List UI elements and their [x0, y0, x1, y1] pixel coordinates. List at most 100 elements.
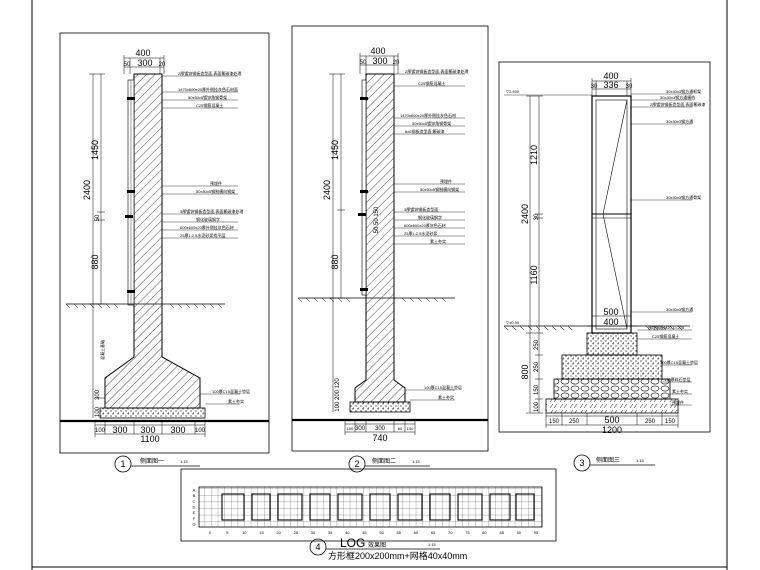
panel-1-note-12: 素土夯实 [228, 398, 244, 404]
panel-1-caption-scale: 1:15 [180, 459, 189, 464]
panel-3-dim-inner-400: 400 [603, 317, 618, 327]
panel-4-axis-tick-19: 95 [534, 530, 539, 535]
panel-3-note-7: 预埋钢板M20 L=200 [648, 324, 685, 330]
panel-4-axis-tick-4: 20 [276, 530, 281, 535]
panel-4-caption-suffix: 效果图 [368, 541, 386, 549]
panel-2-dim-top-total: 400 [370, 46, 385, 56]
panel-2-dim-base: 100 200 120 [335, 378, 341, 412]
panel-2-dim-b1: 100 [347, 426, 354, 431]
panel-4-row-label-2: C [193, 499, 196, 504]
panel-3-left-dimension: 1210 2400 30 1160 250 250 800 150 100 [520, 95, 543, 414]
panel-2-dim-top-b: 300 [372, 56, 387, 66]
panel-4-row-label-5: F [193, 516, 196, 521]
panel-4-row-label-0: A [193, 488, 196, 493]
panel-2-note-1: 2厚镀锌钢板造型面,表面氟碳漆处理 [405, 68, 468, 74]
panel-2-dim-b4: 60 [398, 426, 403, 431]
panel-1-note-3: 50x50x5镀锌角钢骨架 [188, 94, 227, 100]
panel-1-note-4: C25钢筋混凝土 [196, 102, 223, 108]
panel-side-view-2: 400 50 300 20 1450 2400 50 50 150 880 [291, 25, 489, 452]
panel-1-frame [59, 32, 270, 454]
panel-2-frame [291, 25, 489, 452]
panel-4-axis-tick-1: 5 [226, 530, 229, 535]
panel-1-note-9: 600x600x20厚外侧挂灰色石材 [180, 224, 234, 230]
panel-4-row-label-1: B [193, 493, 196, 498]
panel-4-axis-tick-3: 15 [259, 530, 264, 535]
panel-1-note-6: 50x50x5钢制横向钢架 [196, 188, 235, 194]
panel-2-top-dimension: 400 50 300 20 [360, 46, 400, 74]
panel-1-note-2: 1470x600x20厚外侧挂灰色石材面 [178, 86, 238, 92]
panel-2-note-13: 100厚C15混凝土垫层 [424, 384, 462, 390]
panel-3-dim-2400: 2400 [520, 204, 530, 224]
panel-3-note-1: 30x30x3钢方通框架 [666, 88, 701, 94]
panel-2-note-9: 钢化玻璃钢字 [418, 214, 442, 220]
panel-2-note-6: 预埋件 [440, 178, 452, 184]
panel-4-axis-tick-2: 10 [242, 530, 247, 535]
panel-1-notes: 2厚镀锌钢板造型面,表面氟碳漆处理 1470x600x20厚外侧挂灰色石材面 5… [162, 70, 250, 405]
panel-1-dim-50: 50 [95, 214, 101, 221]
panel-1-note-5: 预埋件 [210, 180, 222, 186]
panel-3-note-11: 素土夯实 [672, 388, 688, 394]
panel-1-note-11: 100厚C15混凝土垫层 [212, 388, 250, 394]
panel-2-dim-top-a: 50 [360, 60, 367, 66]
panel-2-note-2: C25钢筋混凝土 [418, 80, 445, 86]
panel-1-note-7: 3厚镀锌钢板造型面,表面氟碳漆处理 [180, 208, 243, 214]
panel-3-dim-top-b: 336 [603, 80, 618, 90]
panel-3-pedestal [586, 332, 638, 356]
panel-2-footing-pad [349, 401, 411, 413]
panel-3-dim-total: 1200 [602, 425, 622, 435]
panel-3-dim-800: 800 [520, 364, 530, 379]
panel-4-axis-tick-11: 55 [396, 530, 401, 535]
panel-3-footing [561, 354, 663, 380]
panel-4-caption-scale: 1:15 [428, 542, 437, 547]
panel-3-dim-top-c: 30 [626, 84, 633, 90]
panel-1-dim-b5: 100 [195, 428, 206, 434]
panel-3-top-dimension: 400 30 336 30 [591, 71, 633, 96]
panel-3-dim-250a: 250 [534, 339, 540, 350]
panel-4-axis-tick-5: 25 [294, 530, 299, 535]
panel-2-note-4: 50x50x5镀锌角钢骨架 [412, 120, 451, 126]
panel-4-axis-tick-6: 30 [311, 530, 316, 535]
panel-2-caption-scale: 1:15 [412, 459, 421, 464]
panel-1-footing-pad [99, 407, 206, 419]
panel-1-side-label: 混凝土基础 [99, 340, 105, 360]
panel-1-column-section [104, 73, 201, 409]
panel-1-dim-880: 880 [90, 254, 100, 269]
panel-3-note-6: 30x30x3钢方通 [666, 306, 693, 312]
panel-3-steel-frame [591, 95, 632, 334]
panel-4-row-label-6: G [192, 522, 195, 527]
panel-4-caption-title: LOG [340, 536, 365, 550]
panel-4-axis-tick-8: 40 [345, 530, 350, 535]
panel-4-caption-number: 4 [315, 542, 320, 552]
panel-3-dim-150: 150 [534, 384, 540, 395]
panel-1-dim-b3: 300 [140, 425, 155, 435]
panel-4-axis-tick-7: 35 [328, 530, 333, 535]
panel-3-gravel-bed [553, 378, 671, 400]
panel-1-top-dimension: 400 50 300 20 [124, 48, 166, 74]
panel-2-dim-880: 880 [330, 254, 340, 269]
panel-3-dim-top-a: 30 [591, 84, 598, 90]
panel-3-dim-250b: 250 [534, 361, 540, 372]
panel-1-dim-top-c: 20 [159, 62, 166, 68]
panel-side-view-3: 400 30 336 30 ▽2.400 ▽±0.00 [498, 61, 711, 435]
panel-1-dim-top-a: 50 [124, 62, 131, 68]
panel-2-anchor-bolts [358, 97, 368, 291]
panel-3-dim-1210: 1210 [529, 145, 539, 165]
panel-2-cladding [361, 79, 367, 296]
panel-3-frame [498, 61, 711, 433]
panel-3-note-10: 150厚碎石垫层 [664, 376, 691, 382]
panel-3-note-2: 30x30x3钢方通横档 [660, 94, 695, 100]
panel-4-axis-tick-13: 65 [431, 530, 436, 535]
panel-1-dim-total: 1100 [140, 434, 159, 444]
panel-3-level-ground: ▽±0.00 [506, 320, 520, 325]
panel-3-dim-b4: 250 [645, 419, 656, 425]
panel-4-logo-lettering [221, 493, 535, 521]
panel-2-caption-title: 侧面图二 [372, 457, 396, 465]
panel-2-caption-number: 2 [354, 459, 359, 469]
panel-side-view-1: 400 50 300 20 [59, 32, 270, 454]
panel-3-dim-b3: 500 [604, 415, 619, 425]
panel-4-axis-tick-16: 80 [482, 530, 487, 535]
panel-1-dim-top-b: 300 [137, 58, 152, 68]
panel-2-note-11: 25厚1:2.5水泥砂浆 [404, 230, 437, 236]
